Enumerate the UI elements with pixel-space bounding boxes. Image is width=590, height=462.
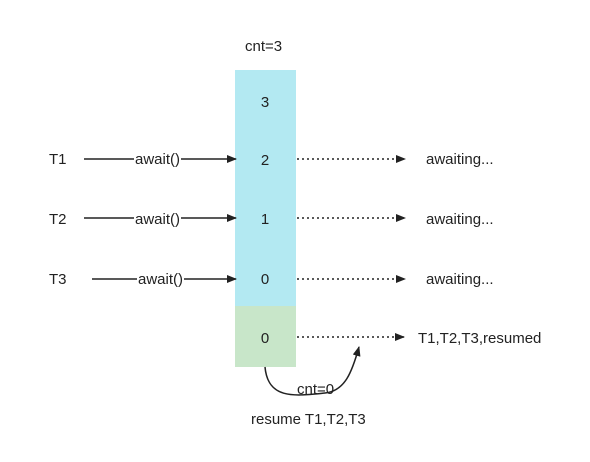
counter-cell-3: 3 bbox=[260, 94, 270, 111]
resume-label: resume T1,T2,T3 bbox=[251, 411, 366, 428]
t2-await-call: await() bbox=[134, 211, 182, 229]
t1-status: awaiting... bbox=[426, 151, 494, 168]
t1-await-call: await() bbox=[134, 151, 182, 169]
counter-cell-2: 2 bbox=[260, 152, 270, 169]
t3-await-call: await() bbox=[137, 271, 185, 289]
zero-count-label: cnt=0 bbox=[297, 381, 335, 398]
resume-curve-arrow bbox=[264, 346, 361, 396]
top-count-label: cnt=3 bbox=[245, 38, 283, 55]
t2-status: awaiting... bbox=[426, 211, 494, 228]
counter-cell-1: 1 bbox=[260, 211, 270, 228]
t3-status: awaiting... bbox=[426, 271, 494, 288]
final-cell bbox=[235, 306, 296, 367]
thread-t1: T1 bbox=[49, 151, 67, 168]
final-cell-value: 0 bbox=[260, 330, 270, 347]
counter-column bbox=[235, 70, 296, 306]
counter-cell-0: 0 bbox=[260, 271, 270, 288]
resumed-label: T1,T2,T3,resumed bbox=[418, 330, 542, 347]
thread-t2: T2 bbox=[49, 211, 67, 228]
thread-t3: T3 bbox=[49, 271, 67, 288]
